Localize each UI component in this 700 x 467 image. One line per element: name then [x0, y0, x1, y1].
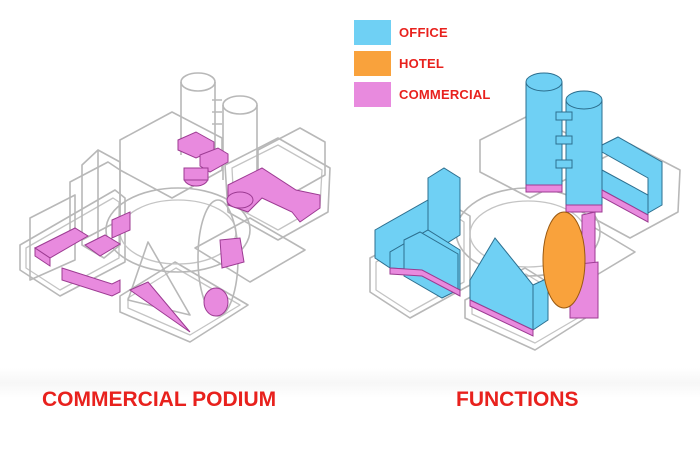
commercial-podium-diagram — [19, 72, 331, 343]
commercial-podium-pieces — [34, 131, 321, 333]
ground-shadow — [0, 368, 700, 398]
legend-label-commercial: COMMERCIAL — [399, 87, 491, 102]
legend-item-office: OFFICE — [354, 17, 491, 48]
ring-outer — [105, 187, 251, 273]
plot-west — [19, 189, 126, 297]
caption-commercial-podium: COMMERCIAL PODIUM — [42, 388, 277, 411]
office-swatch — [354, 20, 391, 45]
caption-functions: FUNCTIONS — [456, 388, 579, 411]
commercial-bases — [389, 184, 649, 337]
functions-diagram — [350, 0, 700, 467]
plot-south — [119, 261, 249, 343]
functions-axonometric — [369, 72, 681, 351]
legend-item-hotel: HOTEL — [354, 48, 491, 79]
podium-axonometric — [19, 72, 331, 343]
ring-inner — [119, 199, 237, 265]
plot-east-small — [194, 217, 306, 283]
office-volumes — [374, 72, 663, 331]
hotel-volume — [542, 211, 586, 309]
legend-item-commercial: COMMERCIAL — [354, 79, 491, 110]
hotel-swatch — [354, 51, 391, 76]
legend-label-office: OFFICE — [399, 25, 448, 40]
commercial-swatch — [354, 82, 391, 107]
legend: OFFICE HOTEL COMMERCIAL — [354, 17, 491, 110]
legend-label-hotel: HOTEL — [399, 56, 445, 71]
plot-east — [224, 137, 331, 241]
